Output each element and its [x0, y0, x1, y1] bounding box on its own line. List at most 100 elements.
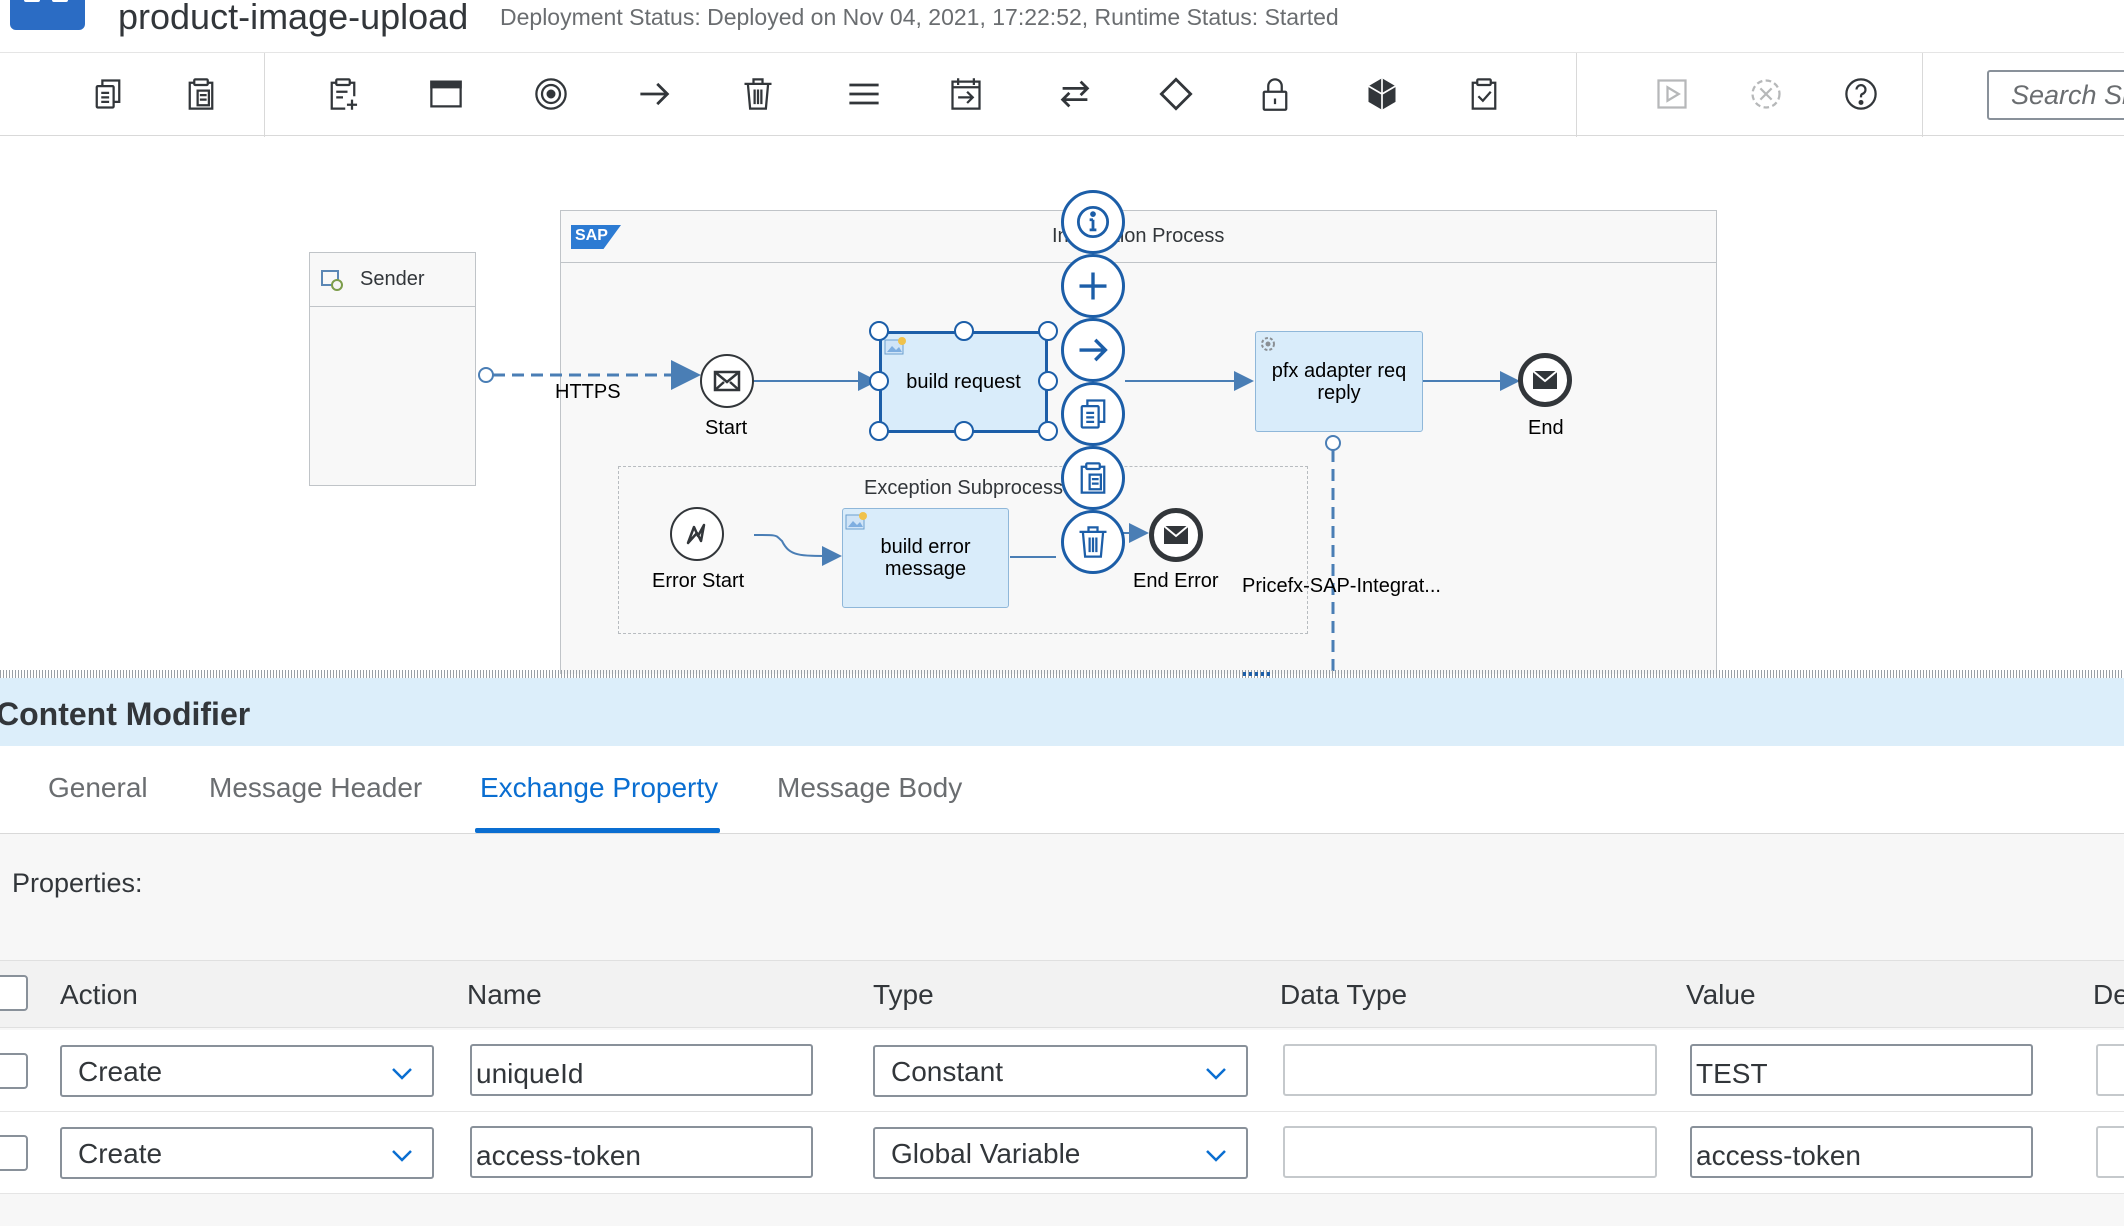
participant-icon[interactable] — [425, 73, 467, 115]
end-label: End — [1528, 417, 1564, 439]
panel-header: Content Modifier — [0, 678, 2124, 746]
info-button[interactable] — [1061, 190, 1125, 254]
column-header: Action — [60, 979, 138, 1010]
add-button[interactable] — [1061, 254, 1125, 318]
name-input[interactable]: uniqueId — [470, 1044, 813, 1096]
pane-splitter[interactable] — [0, 670, 2124, 678]
menu-icon[interactable] — [843, 73, 885, 115]
start-label: Start — [705, 417, 748, 439]
connector-icon[interactable] — [634, 73, 676, 115]
select-all-checkbox[interactable] — [0, 975, 28, 1011]
error-icon — [686, 523, 706, 545]
chevron-down-icon — [392, 1068, 412, 1080]
https-label: HTTPS — [555, 381, 621, 403]
content-modifier-icon — [884, 337, 906, 355]
page-title: product-image-upload — [118, 0, 469, 37]
resize-handle[interactable] — [1038, 371, 1058, 391]
arrow-right-icon — [1079, 338, 1108, 362]
end-error-label: End Error — [1133, 570, 1219, 592]
connectors — [478, 360, 1520, 674]
resize-handle[interactable] — [954, 321, 974, 341]
resize-handle[interactable] — [1038, 421, 1058, 441]
copy-button[interactable] — [1061, 382, 1125, 446]
type-select[interactable]: Constant — [873, 1045, 1248, 1097]
chevron-down-icon — [1206, 1068, 1226, 1080]
column-header: Type — [873, 979, 934, 1010]
data-type-input[interactable] — [1283, 1126, 1657, 1178]
resize-handle[interactable] — [869, 371, 889, 391]
envelope-filled-icon — [1532, 370, 1558, 389]
end-error-event[interactable] — [1149, 508, 1203, 562]
column-header: Name — [467, 979, 542, 1010]
persistence-icon[interactable] — [1361, 73, 1403, 115]
call-icon[interactable] — [945, 73, 987, 115]
name-input[interactable]: access-token — [470, 1126, 813, 1178]
exception-subprocess[interactable] — [618, 466, 1308, 634]
sender-label: Sender — [360, 268, 425, 290]
help-icon[interactable] — [1840, 73, 1882, 115]
resize-handle[interactable] — [954, 421, 974, 441]
plus-icon — [1079, 272, 1107, 300]
value-input[interactable]: access-token — [1690, 1126, 2033, 1178]
table-header: Action Name Type Data Type Value De — [0, 960, 2124, 1028]
type-select[interactable]: Global Variable — [873, 1127, 1248, 1179]
content-modifier-icon — [845, 512, 867, 530]
paste-button[interactable] — [1061, 446, 1125, 510]
envelope-filled-icon — [1163, 525, 1189, 544]
delete-button[interactable] — [1061, 510, 1125, 574]
pfx-adapter-task[interactable]: pfx adapter req reply — [1255, 331, 1423, 432]
error-start-label: Error Start — [652, 570, 745, 592]
app-icon[interactable] — [10, 0, 85, 30]
search-input[interactable]: Search Si — [1987, 70, 2124, 120]
validate-icon[interactable] — [1463, 73, 1505, 115]
sender-participant[interactable]: Sender — [309, 252, 476, 486]
clear-simulation-icon[interactable] — [1745, 73, 1787, 115]
start-event[interactable] — [700, 354, 754, 408]
resize-handle[interactable] — [1038, 321, 1058, 341]
splitter-grip[interactable] — [1243, 672, 1273, 676]
pfx-task-label: pfx adapter req reply — [1271, 359, 1407, 404]
value-input[interactable]: TEST — [1690, 1044, 2033, 1096]
tab-general[interactable]: General — [48, 772, 148, 803]
copy-icon[interactable] — [87, 73, 129, 115]
resize-handle[interactable] — [869, 321, 889, 341]
connect-button[interactable] — [1061, 318, 1125, 382]
paste-icon — [1080, 462, 1106, 494]
diagram-canvas[interactable]: Sender SAP Integration Process Exception… — [0, 137, 2124, 674]
tab-exchange-property[interactable]: Exchange Property — [480, 772, 719, 803]
action-select[interactable]: Create — [60, 1045, 434, 1097]
route-icon[interactable] — [1155, 73, 1197, 115]
integration-process[interactable]: SAP — [560, 210, 1717, 674]
delete-icon — [1079, 526, 1107, 558]
simulation-icon[interactable] — [1651, 73, 1693, 115]
end-event[interactable] — [1518, 353, 1572, 407]
tab-message-header[interactable]: Message Header — [209, 772, 423, 803]
panel-tabs: General Message Header Exchange Property… — [0, 746, 2124, 834]
action-select[interactable]: Create — [60, 1127, 434, 1179]
row-checkbox[interactable] — [0, 1135, 28, 1171]
participant-icon — [321, 269, 343, 291]
transform-icon[interactable] — [1054, 73, 1096, 115]
resize-handle[interactable] — [869, 421, 889, 441]
toolbar: Search Si — [0, 52, 2124, 137]
copy-icon — [1080, 399, 1106, 429]
paste-icon[interactable] — [180, 73, 222, 115]
description-input[interactable] — [2096, 1126, 2124, 1178]
data-type-input[interactable] — [1283, 1044, 1657, 1096]
build-request-label: build request — [906, 371, 1021, 393]
events-icon[interactable] — [530, 73, 572, 115]
row-checkbox[interactable] — [0, 1053, 28, 1089]
add-step-icon[interactable] — [322, 73, 364, 115]
error-start-event[interactable] — [670, 507, 724, 561]
column-header: Data Type — [1280, 979, 1408, 1010]
tab-message-body[interactable]: Message Body — [777, 772, 963, 803]
envelope-icon — [713, 370, 741, 392]
build-error-task[interactable]: build error message — [842, 508, 1009, 608]
panel-title: Content Modifier — [0, 696, 251, 732]
build-request-task[interactable]: build request — [879, 331, 1048, 433]
chevron-down-icon — [1206, 1150, 1226, 1162]
delete-icon[interactable] — [737, 73, 779, 115]
description-input[interactable] — [2096, 1044, 2124, 1096]
security-icon[interactable] — [1254, 73, 1296, 115]
